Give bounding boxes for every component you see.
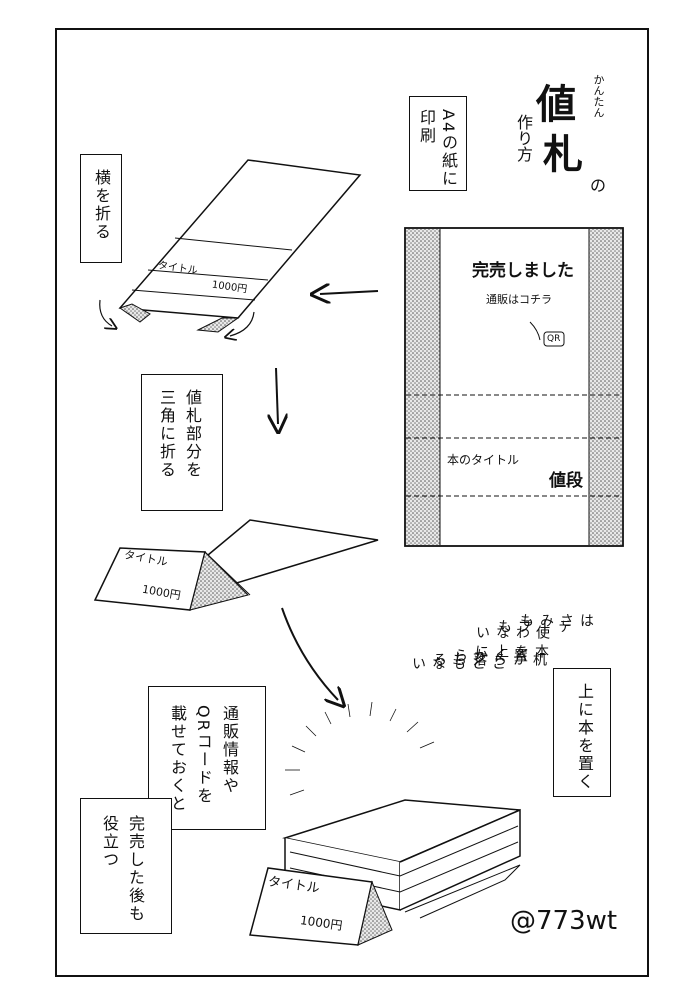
step-qr-note-line-1: 通販情報や: [220, 705, 239, 795]
folded-sheet-drawing: [99, 159, 362, 336]
title-particle: の: [590, 176, 607, 195]
title-char-1: 値: [536, 82, 576, 128]
step-qr-note-line-3: 載せておくと: [168, 705, 187, 813]
title-small-top: かんたん: [592, 74, 605, 118]
page-frame: [55, 28, 649, 977]
step-useful-line-2: 役立つ: [100, 815, 119, 869]
triangle-fold-drawing: [93, 519, 379, 611]
arrow-left: [320, 291, 379, 294]
sheet-price: 値段: [549, 471, 583, 491]
title-small-side: 作り方: [514, 114, 533, 162]
arrow-curved: [281, 607, 338, 700]
sheet-book-title: 本のタイトル: [447, 453, 520, 467]
sheet-mail-order: 通販はコチラ: [486, 293, 552, 306]
step-useful-box: 完売した後も 役立つ: [80, 798, 172, 934]
step-qr-note-line-2: QRコードを: [194, 705, 213, 805]
title-char-2: 札: [543, 132, 583, 178]
step-place-book-box: 上に本を置く: [553, 668, 611, 797]
step-fold-sides-text: 横を折る: [92, 169, 111, 241]
step-print-line-2: 印刷: [417, 109, 436, 145]
sheet-qr: QR: [547, 334, 561, 344]
step-print-line-1: A4の紙に: [439, 109, 458, 189]
price-tag-drawing: [249, 867, 393, 946]
step-fold-sides-box: 横を折る: [80, 154, 122, 263]
sheet-sold-out: 完売しました: [472, 261, 574, 281]
artist-credit: @773wt: [510, 906, 618, 936]
step-fold-triangle-line-2: 三角に折る: [157, 389, 176, 479]
arrow-down: [276, 367, 278, 424]
a4-sheet-drawing: [404, 227, 624, 547]
step-print-box: A4の紙に 印刷: [409, 96, 467, 191]
step-fold-triangle-line-1: 値札部分を: [183, 389, 202, 479]
step-fold-triangle-box: 値札部分を 三角に折る: [141, 374, 223, 511]
step-useful-line-1: 完売した後も: [126, 815, 145, 923]
step-place-book-text: 上に本を置く: [575, 683, 594, 791]
sunburst-lines: [285, 701, 435, 796]
